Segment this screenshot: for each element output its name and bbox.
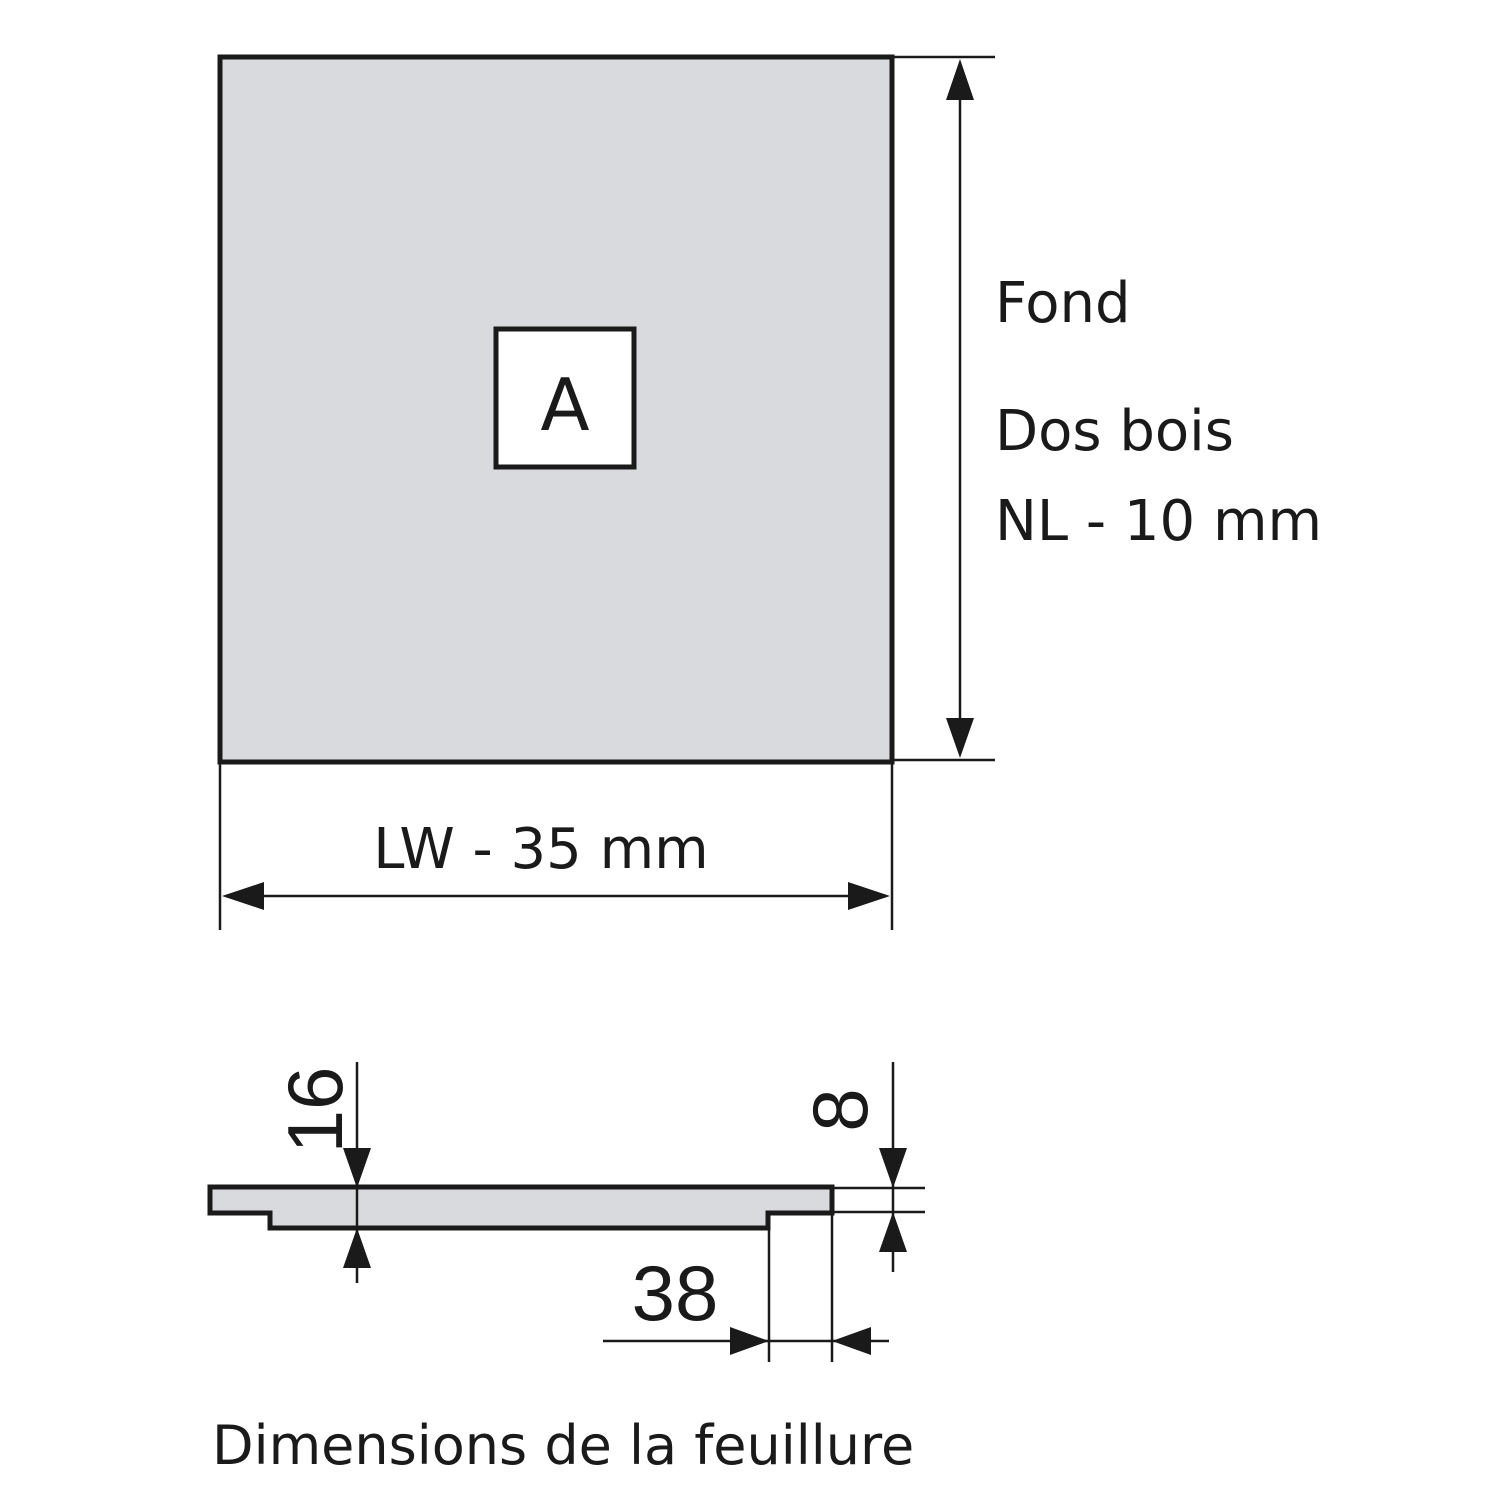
thickness-dimension <box>343 1062 371 1283</box>
panel-label-a: A <box>540 363 589 447</box>
dim-38: 38 <box>632 1249 719 1337</box>
label-fond: Fond <box>995 271 1131 336</box>
label-width: LW - 35 mm <box>373 817 708 882</box>
label-dos-bois: Dos bois <box>995 399 1234 464</box>
rebate-depth-dimension <box>832 1062 925 1272</box>
label-box <box>493 326 637 470</box>
label-height: NL - 10 mm <box>995 489 1322 554</box>
rebate-width-dimension <box>603 1213 889 1362</box>
dim-16: 16 <box>271 1067 359 1154</box>
caption: Dimensions de la feuillure <box>212 1414 914 1477</box>
rebate-profile <box>207 1184 835 1231</box>
height-dimension <box>892 55 995 762</box>
width-dimension <box>218 762 894 930</box>
dim-8: 8 <box>796 1088 884 1131</box>
